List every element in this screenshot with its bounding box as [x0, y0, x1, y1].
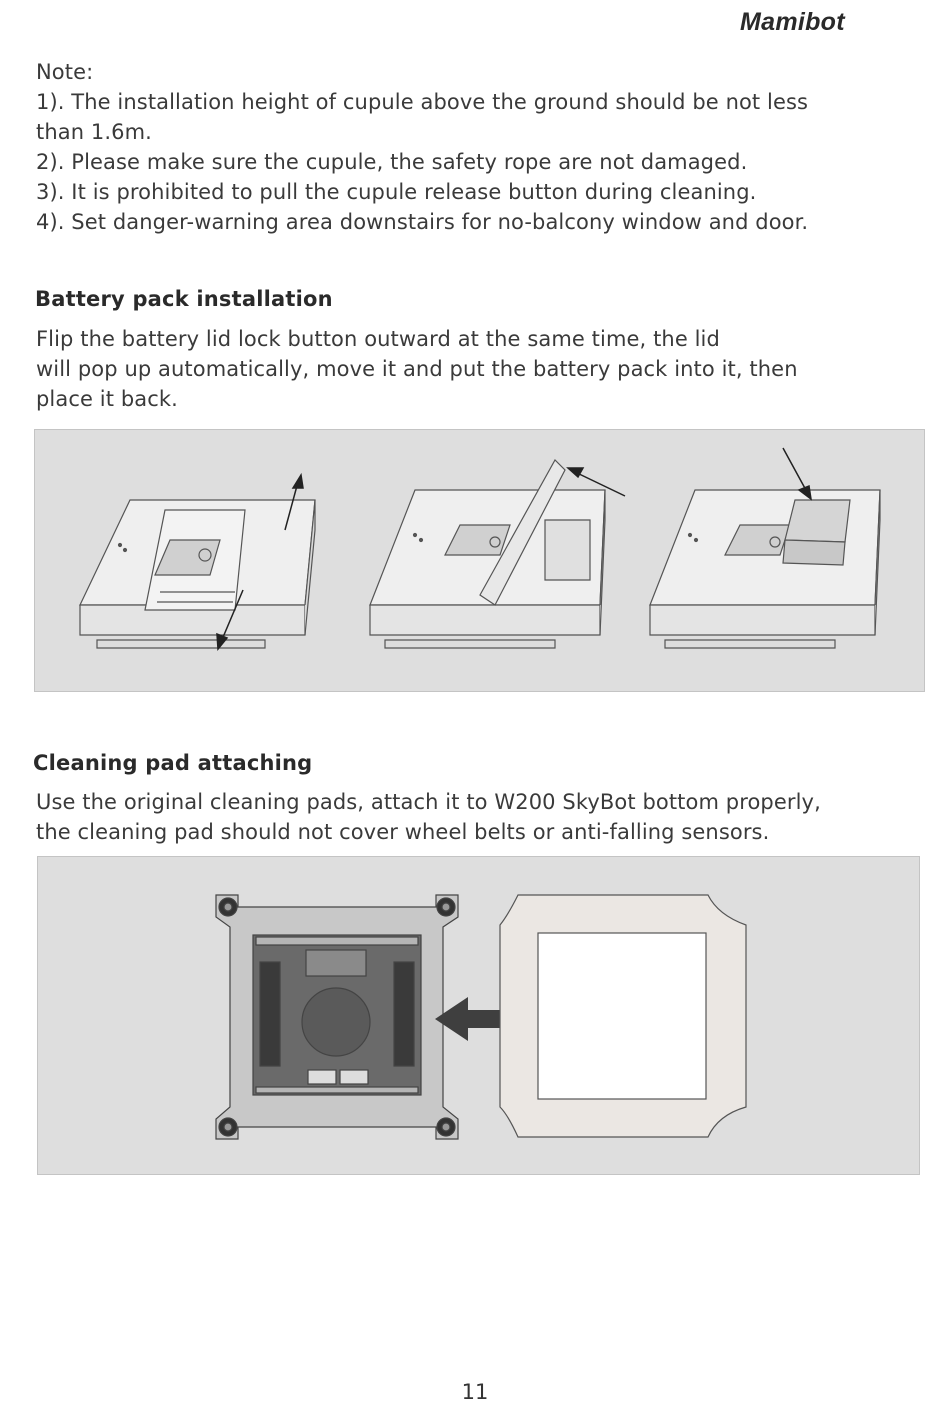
pad-instructions: Use the original cleaning pads, attach i…	[36, 787, 941, 847]
arrow-up-icon	[284, 472, 304, 531]
cleaning-pad-illustration	[499, 894, 747, 1138]
robot-illustration-3	[649, 489, 881, 649]
pad-heading: Cleaning pad attaching	[33, 751, 313, 775]
note-item-1: 1). The installation height of cupule ab…	[36, 90, 809, 114]
page-number: 11	[461, 1380, 489, 1404]
arrow-down-icon	[216, 589, 244, 651]
arrow-left-icon	[435, 997, 513, 1041]
battery-line-3: place it back.	[36, 387, 178, 411]
robot-illustration-2	[369, 459, 606, 649]
arrow-down-right-icon	[782, 447, 813, 501]
robot-illustration-1	[79, 499, 316, 649]
note-label: Note:	[36, 60, 94, 84]
battery-installation-figure	[34, 429, 925, 692]
brand-logo: Mamibot	[740, 8, 845, 36]
note-item-3: 3). It is prohibited to pull the cupule …	[36, 180, 757, 204]
note-section: Note: 1). The installation height of cup…	[36, 57, 941, 237]
pad-line-2: the cleaning pad should not cover wheel …	[36, 820, 770, 844]
battery-line-1: Flip the battery lid lock button outward…	[36, 327, 720, 351]
note-item-1-cont: than 1.6m.	[36, 120, 152, 144]
cleaning-pad-figure	[37, 856, 920, 1175]
note-item-4: 4). Set danger-warning area downstairs f…	[36, 210, 809, 234]
battery-line-2: will pop up automatically, move it and p…	[36, 357, 798, 381]
robot-bottom-illustration	[215, 894, 459, 1140]
note-item-2: 2). Please make sure the cupule, the saf…	[36, 150, 748, 174]
battery-instructions: Flip the battery lid lock button outward…	[36, 324, 941, 414]
arrow-left-icon	[566, 467, 626, 497]
battery-heading: Battery pack installation	[35, 287, 333, 311]
pad-line-1: Use the original cleaning pads, attach i…	[36, 790, 821, 814]
